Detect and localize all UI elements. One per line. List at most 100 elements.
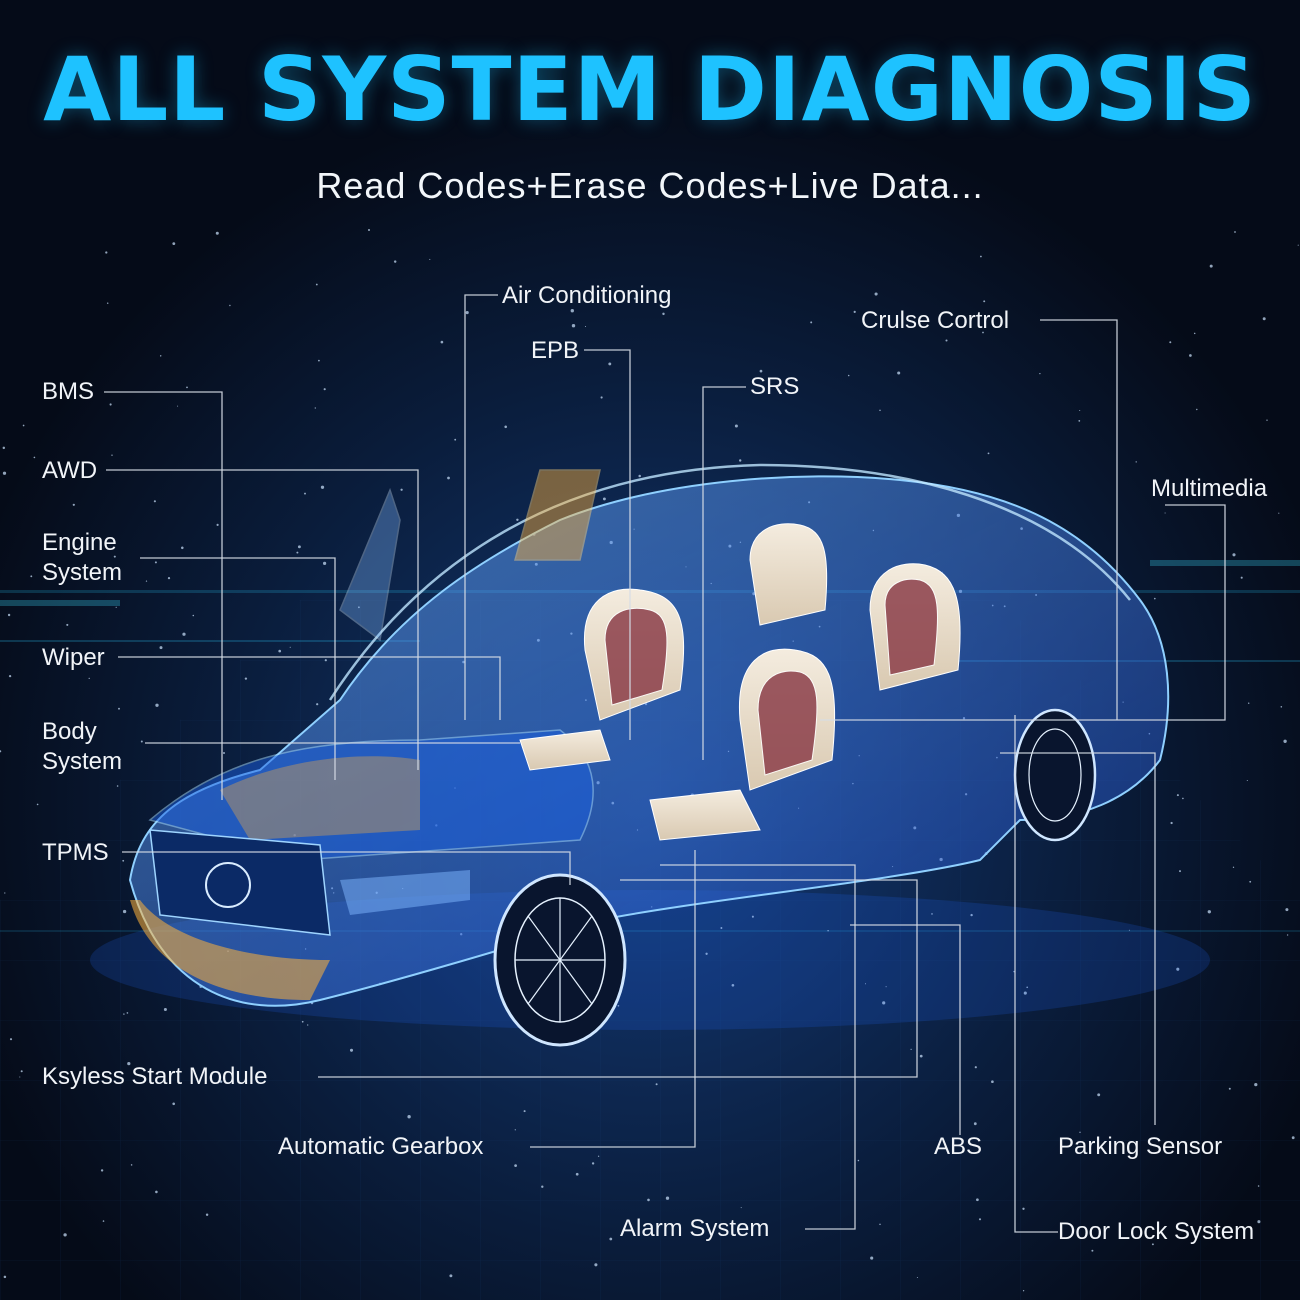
star-dot	[1182, 797, 1184, 800]
star-dot	[594, 1263, 598, 1267]
star-dot	[523, 1110, 526, 1113]
star-dot	[1135, 461, 1137, 463]
star-dot	[1169, 341, 1172, 344]
star-dot	[429, 258, 431, 260]
label-keyless-start-module: Ksyless Start Module	[42, 1063, 268, 1090]
star-dot	[870, 1256, 874, 1260]
star-dot	[641, 284, 644, 287]
star-dot	[4, 892, 6, 894]
star-dot	[1291, 1136, 1295, 1140]
star-dot	[731, 983, 735, 987]
star-dot	[102, 1220, 105, 1222]
star-dot	[1091, 1249, 1094, 1252]
star-dot	[897, 371, 901, 375]
star-dot	[219, 1080, 223, 1083]
star-dot	[307, 1024, 309, 1026]
star-dot	[600, 396, 603, 399]
star-dot	[665, 1196, 670, 1200]
star-dot	[983, 300, 986, 303]
star-dot	[314, 407, 316, 409]
label-abs: ABS	[934, 1133, 983, 1160]
label-epb: EPB	[531, 337, 580, 364]
star-dot	[827, 929, 829, 932]
star-dot	[931, 913, 933, 915]
star-dot	[970, 913, 973, 917]
star-dot	[1078, 419, 1081, 422]
star-dot	[1228, 1087, 1231, 1090]
star-dot	[9, 1038, 13, 1041]
car-illustration	[90, 463, 1210, 1047]
star-dot	[278, 649, 282, 653]
star-dot	[119, 758, 121, 760]
star-dot	[575, 1172, 579, 1176]
star-dot	[2, 446, 6, 450]
star-dot	[609, 1237, 613, 1241]
star-dot	[118, 707, 120, 710]
star-dot	[847, 374, 850, 377]
label-alarm-system: Alarm System	[620, 1215, 770, 1242]
star-dot	[172, 1102, 175, 1106]
star-dot	[159, 646, 163, 650]
star-dot	[739, 459, 742, 462]
star-dot	[973, 1122, 977, 1126]
star-dot	[1278, 512, 1280, 514]
star-dot	[516, 518, 519, 522]
star-dot	[3, 1275, 7, 1279]
star-dot	[223, 752, 225, 754]
star-dot	[393, 260, 397, 263]
label-awd: AWD	[42, 457, 98, 484]
rear-wheel	[1013, 708, 1097, 842]
star-dot	[705, 952, 708, 955]
star-dot	[30, 575, 33, 578]
star-dot	[296, 551, 299, 554]
star-dot	[978, 1218, 982, 1221]
star-dot	[130, 1164, 133, 1166]
star-dot	[991, 1080, 994, 1084]
star-dot	[116, 785, 119, 787]
star-dot	[88, 677, 90, 680]
star-dot	[874, 292, 878, 296]
page-subtitle: Read Codes+Erase Codes+Live Data...	[316, 165, 984, 206]
star-dot	[316, 703, 319, 706]
label-multimedia: Multimedia	[1151, 475, 1268, 502]
star-dot	[1023, 991, 1027, 995]
label-srs: SRS	[750, 373, 800, 400]
star-dot	[72, 503, 75, 506]
label-cruise-control: Crulse Cortrol	[861, 307, 1010, 334]
star-dot	[1285, 908, 1289, 912]
label-tpms: TPMS	[42, 839, 109, 866]
star-dot	[115, 606, 117, 608]
label-body-system: Body System	[42, 718, 123, 775]
star-dot	[153, 500, 156, 503]
star-dot	[126, 1012, 129, 1014]
star-dot	[113, 555, 116, 558]
star-dot	[205, 1213, 209, 1216]
star-dot	[440, 340, 444, 344]
star-dot	[155, 1190, 158, 1194]
star-dot	[33, 456, 36, 459]
star-dot	[367, 228, 371, 232]
star-dot	[916, 1276, 918, 1279]
star-dot	[123, 1013, 125, 1015]
star-dot	[167, 576, 171, 580]
star-dot	[857, 1159, 860, 1162]
star-dot	[349, 1048, 354, 1052]
star-dot	[1026, 986, 1029, 989]
star-dot	[215, 231, 219, 235]
star-dot	[100, 1169, 104, 1172]
star-dot	[751, 915, 754, 918]
star-dot	[22, 424, 25, 427]
star-dot	[66, 623, 69, 626]
star-dot	[1079, 1131, 1081, 1133]
star-dot	[1176, 967, 1180, 971]
star-dot	[1280, 706, 1283, 708]
star-dot	[979, 255, 982, 258]
star-dot	[1266, 419, 1268, 421]
star-dot	[1249, 880, 1252, 883]
star-dot	[1022, 1290, 1025, 1292]
star-dot	[2, 471, 7, 475]
star-dot	[879, 409, 881, 412]
star-dot	[627, 300, 629, 302]
star-dot	[1079, 409, 1081, 412]
